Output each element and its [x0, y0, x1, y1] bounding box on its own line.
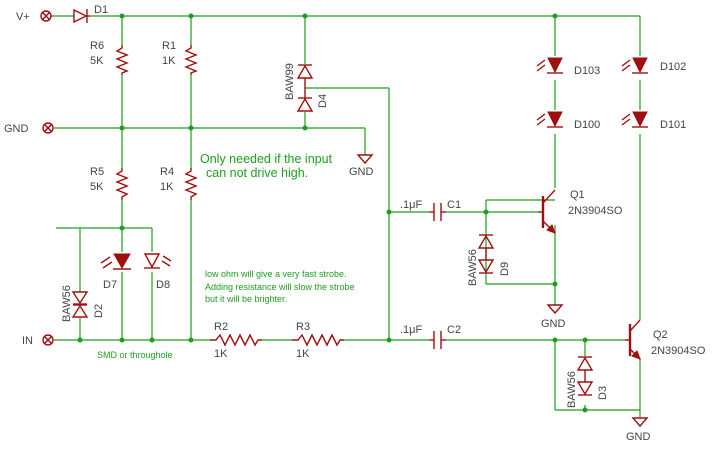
- diode-d4[interactable]: BAW99 D4: [284, 63, 329, 112]
- d9-part: BAW56: [467, 249, 479, 286]
- r5-value: 5K: [90, 181, 104, 193]
- led-d7[interactable]: D7: [100, 253, 131, 291]
- diode-d2[interactable]: BAW56 D2: [61, 285, 105, 322]
- d103-label: D103: [574, 65, 600, 77]
- r1-name: R1: [162, 40, 176, 52]
- r3-value: 1K: [296, 348, 310, 360]
- d8-label: D8: [156, 279, 170, 291]
- note-smd: SMD or throughole: [97, 350, 173, 360]
- diode-d9[interactable]: BAW56 D9: [467, 234, 511, 286]
- led-d101[interactable]: D101: [621, 111, 686, 131]
- ground-g1: GND: [349, 154, 374, 178]
- led-d8[interactable]: D8: [143, 253, 172, 291]
- resistor-r3[interactable]: R3 1K: [292, 321, 344, 360]
- resistor-r4[interactable]: R4 1K: [160, 166, 198, 200]
- c2-name: C2: [447, 324, 461, 336]
- capacitor-c2[interactable]: .1μF C2: [400, 324, 461, 349]
- r1-value: 1K: [162, 55, 176, 67]
- c1-value: .1μF: [400, 199, 423, 211]
- r6-value: 5K: [90, 55, 104, 67]
- r5-name: R5: [90, 166, 104, 178]
- resistor-r5[interactable]: R5 5K: [90, 166, 129, 200]
- q1-part: 2N3904SO: [568, 205, 623, 217]
- notes: Only needed if the input can not drive h…: [97, 152, 355, 360]
- d3-part: BAW56: [566, 371, 578, 408]
- diode-d1[interactable]: D1: [73, 4, 108, 24]
- c1-name: C1: [447, 199, 461, 211]
- d7-label: D7: [103, 279, 117, 291]
- port-in-label: IN: [22, 335, 33, 347]
- d2-part: BAW56: [61, 285, 73, 322]
- transistor-q1[interactable]: Q1 2N3904SO: [538, 189, 623, 234]
- d4-label: D4: [317, 94, 329, 108]
- g1-label: GND: [349, 166, 374, 178]
- led-d100[interactable]: D100: [536, 111, 600, 131]
- ground-g3: GND: [626, 417, 651, 443]
- note-strobe-line2: Adding resistance will slow the strobe: [205, 282, 355, 292]
- r4-name: R4: [160, 166, 174, 178]
- port-gnd[interactable]: GND: [4, 122, 54, 135]
- d100-label: D100: [574, 119, 600, 131]
- d4-part: BAW99: [284, 63, 296, 100]
- r3-name: R3: [296, 321, 310, 333]
- r2-name: R2: [214, 321, 228, 333]
- note-strobe-line1: low ohm will give a very fast strobe.: [205, 269, 347, 279]
- r4-value: 1K: [160, 181, 174, 193]
- d9-label: D9: [499, 262, 511, 276]
- q2-part: 2N3904SO: [651, 345, 706, 357]
- q1-name: Q1: [570, 189, 585, 201]
- note-input-line2: can not drive high.: [206, 166, 308, 180]
- g3-label: GND: [626, 431, 651, 443]
- r6-name: R6: [90, 40, 104, 52]
- resistor-r6[interactable]: R6 5K: [90, 40, 129, 75]
- note-strobe-line3: but it will be brighter.: [205, 294, 287, 304]
- port-gnd-label: GND: [4, 123, 29, 135]
- resistor-r2[interactable]: R2 1K: [210, 321, 262, 360]
- resistor-r1[interactable]: R1 1K: [162, 40, 198, 75]
- g2-label: GND: [541, 318, 566, 330]
- led-d102[interactable]: D102: [621, 57, 686, 74]
- transistor-q2[interactable]: Q2 2N3904SO: [625, 319, 706, 360]
- capacitor-c1[interactable]: .1μF C1: [400, 199, 461, 221]
- note-input-line1: Only needed if the input: [200, 152, 333, 166]
- d2-label: D2: [93, 304, 105, 318]
- junctions: [77, 13, 588, 413]
- ground-g2: GND: [541, 304, 566, 330]
- port-in[interactable]: IN: [22, 334, 54, 347]
- d3-label: D3: [597, 386, 609, 400]
- led-d103[interactable]: D103: [536, 57, 600, 77]
- port-vplus[interactable]: V+: [16, 10, 52, 23]
- d102-label: D102: [660, 61, 686, 73]
- c2-value: .1μF: [400, 324, 423, 336]
- d1-label: D1: [94, 4, 108, 16]
- d101-label: D101: [660, 119, 686, 131]
- port-vplus-label: V+: [16, 11, 30, 23]
- r2-value: 1K: [214, 348, 228, 360]
- diode-d3[interactable]: BAW56 D3: [566, 356, 609, 408]
- q2-name: Q2: [653, 329, 668, 341]
